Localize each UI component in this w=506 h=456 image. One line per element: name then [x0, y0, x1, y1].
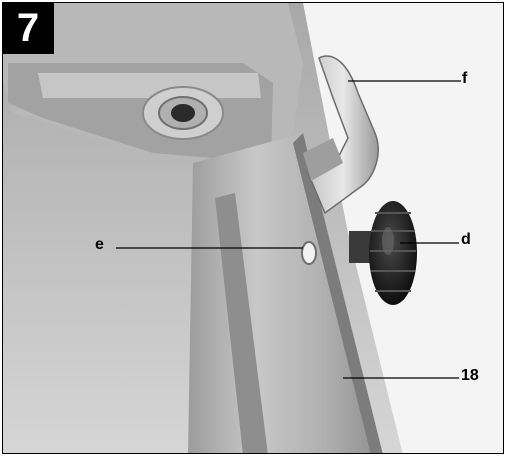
rail-groove — [215, 193, 268, 453]
knob-grip-ridges — [370, 212, 416, 292]
callout-label-18: 18 — [461, 367, 479, 384]
rail-edge — [293, 133, 383, 453]
hex-socket — [171, 104, 195, 122]
callout-label-d: d — [461, 231, 471, 248]
figure-number-badge: 7 — [2, 2, 54, 54]
clamping-knob-d — [369, 201, 417, 305]
knob-highlight — [382, 227, 394, 255]
clip-base — [303, 138, 343, 181]
rivet-e — [301, 241, 317, 265]
product-photo — [3, 3, 503, 453]
clip-f — [307, 55, 379, 215]
callout-label-e: e — [95, 236, 104, 253]
callout-label-f: f — [462, 70, 468, 87]
bracket-highlight — [38, 73, 261, 98]
